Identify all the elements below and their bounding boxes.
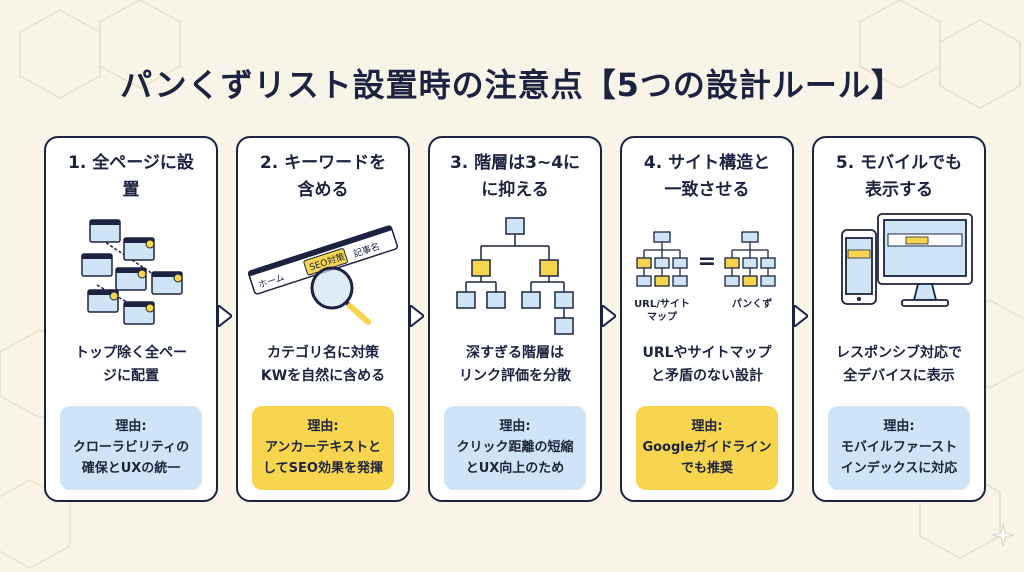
card-title: 5. モバイルでも 表示する [835,153,963,200]
chevron-right-icon [794,305,808,327]
reason-text: モバイルファースト インデックスに対応 [840,440,958,476]
rule-card-5: 5. モバイルでも 表示する レスポンシブ対応で 全デバイスに表示 理由: モバ… [812,136,986,502]
reason-text: クローラビリティの 確保とUXの統一 [72,440,190,476]
rule-card-1: 1. 全ページに設 置 [44,136,218,502]
rule-card-3: 3. 階層は3~4に に抑える 深すぎる階層は リンク評価を分散 理由: クリッ… [428,136,602,502]
equals-sign: = [698,249,716,274]
reason-label: 理由: [307,419,339,434]
structure-match-icon: = [636,231,776,287]
card-title: 4. サイト構造と 一致させる [643,153,771,200]
card-description: レスポンシブ対応で 全デバイスに表示 [836,345,962,384]
devices-icon [841,213,973,307]
pages-network-icon [81,219,183,325]
card-title: 3. 階層は3~4に に抑える [449,153,581,200]
reason-label: 理由: [883,419,915,434]
card-description: トップ除く全ペー ジに配置 [75,345,187,384]
hierarchy-tree-icon [456,217,574,335]
rule-card-4: 4. サイト構造と 一致させる = URL/サイト マップ パンくず URLやサ… [620,136,794,502]
sparkle-icon [992,524,1014,546]
breadcrumb-magnifier-icon: ホーム SEO対策 記事名 [247,225,399,325]
url-sitemap-caption: URL/サイト マップ [634,299,690,323]
reason-text: アンカーテキストと してSEO効果を発揮 [263,440,383,476]
chevron-right-icon [410,305,424,327]
reason-box: 理由: クリック距離の短縮 とUX向上のため [444,406,586,490]
reason-label: 理由: [499,419,531,434]
page-title: パンくずリスト設置時の注意点【5つの設計ルール】 [120,66,904,104]
reason-label: 理由: [691,419,723,434]
card-description: カテゴリ名に対策 KWを自然に含める [260,345,386,384]
rule-card-2: 2. キーワードを 含める ホーム SEO対策 記事名 カテゴリ名に対策 KWを… [236,136,410,502]
card-description: 深すぎる階層は リンク評価を分散 [459,345,571,384]
chevron-right-icon [218,305,232,327]
card-description: URLやサイトマップ と矛盾のない設計 [642,345,772,384]
reason-label: 理由: [115,419,147,434]
chevron-right-icon [602,305,616,327]
reason-text: Googleガイドライン でも推奨 [642,440,772,476]
reason-box: 理由: アンカーテキストと してSEO効果を発揮 [252,406,394,490]
card-title: 1. 全ページに設 置 [68,153,194,200]
reason-box: 理由: クローラビリティの 確保とUXの統一 [60,406,202,490]
breadcrumb-caption: パンくず [731,299,773,310]
reason-text: クリック距離の短縮 とUX向上のため [456,440,574,476]
reason-box: 理由: モバイルファースト インデックスに対応 [828,406,970,490]
card-title: 2. キーワードを 含める [259,153,387,200]
reason-box: 理由: Googleガイドライン でも推奨 [636,406,778,490]
